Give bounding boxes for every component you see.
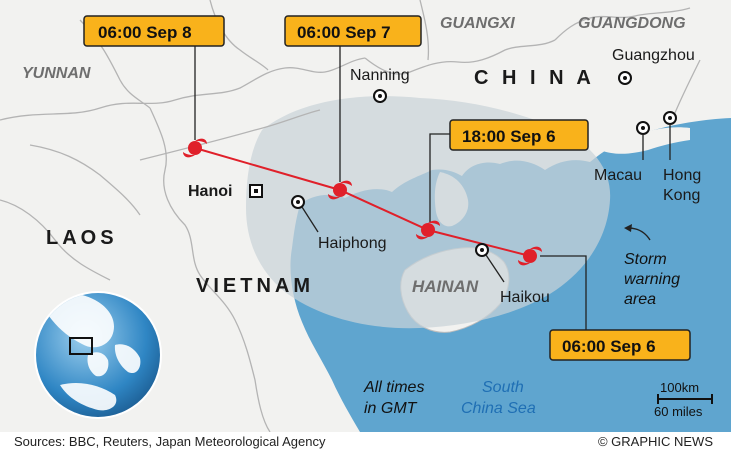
country-laos: LAOS <box>46 227 118 249</box>
city-macau: Macau <box>594 167 642 184</box>
borders <box>0 0 701 433</box>
city-haiphong: Haiphong <box>318 235 387 252</box>
times-note-line2: in GMT <box>364 400 418 417</box>
city-nanning: Nanning <box>350 67 410 84</box>
tag-sep6-06: 06:00 Sep 6 <box>549 329 691 361</box>
tag-sep6-18-text: 18:00 Sep 6 <box>462 127 556 146</box>
city-markers <box>249 71 677 283</box>
storm-icon <box>183 138 207 158</box>
footer: Sources: BBC, Reuters, Japan Meteorologi… <box>0 432 731 452</box>
region-hainan: HAINAN <box>412 277 479 296</box>
haikou-marker-icon <box>475 243 505 283</box>
city-hong-kong-line2: Kong <box>663 187 700 204</box>
city-hong-kong-line1: Hong <box>663 167 701 184</box>
globe-inset <box>34 291 162 419</box>
copyright-text: © GRAPHIC NEWS <box>597 434 713 449</box>
tag-sep6-06-text: 06:00 Sep 6 <box>562 337 656 356</box>
storm-warning-area <box>246 96 611 329</box>
hong-kong-marker-icon <box>663 111 677 160</box>
country-china: C H I N A <box>474 67 595 89</box>
tag-sep7-text: 06:00 Sep 7 <box>297 23 391 42</box>
tag-sep8: 06:00 Sep 8 <box>83 15 225 47</box>
scale-km: 100km <box>660 380 699 395</box>
guangzhou-marker-icon <box>618 71 632 85</box>
region-yunnan: YUNNAN <box>22 65 91 82</box>
city-guangzhou: Guangzhou <box>612 47 695 64</box>
storm-icon <box>328 180 352 200</box>
region-guangdong: GUANGDONG <box>578 15 686 32</box>
warning-arrowhead-icon <box>624 224 632 232</box>
nanning-marker-icon <box>373 89 387 103</box>
country-vietnam: VIETNAM <box>196 275 314 297</box>
storm-warning-label-line3: area <box>624 291 656 308</box>
tag-sep7: 06:00 Sep 7 <box>284 15 422 47</box>
city-hanoi: Hanoi <box>188 183 232 200</box>
macau-marker-icon <box>636 121 650 160</box>
storm-warning-label-line1: Storm <box>624 251 667 268</box>
sources-text: Sources: BBC, Reuters, Japan Meteorologi… <box>14 434 326 449</box>
storm-warning-label-line2: warning <box>624 271 680 288</box>
sea-label-line2: China Sea <box>461 400 536 417</box>
storm-icon <box>416 220 440 240</box>
tag-sep8-text: 06:00 Sep 8 <box>98 23 192 42</box>
sea-label-line1: South <box>482 379 524 396</box>
storm-symbols <box>183 138 542 266</box>
storm-icon <box>518 246 542 266</box>
storm-track-line <box>194 147 531 257</box>
callout-leaders <box>194 46 587 330</box>
city-haikou: Haikou <box>500 289 550 306</box>
scale-miles: 60 miles <box>654 404 703 419</box>
pearl-river-land <box>600 127 690 154</box>
haiphong-marker-icon <box>291 195 319 233</box>
tag-sep6-18: 18:00 Sep 6 <box>449 119 589 151</box>
times-note-line1: All times <box>363 379 424 396</box>
hanoi-capital-icon <box>249 184 263 198</box>
region-guangxi: GUANGXI <box>440 15 515 32</box>
